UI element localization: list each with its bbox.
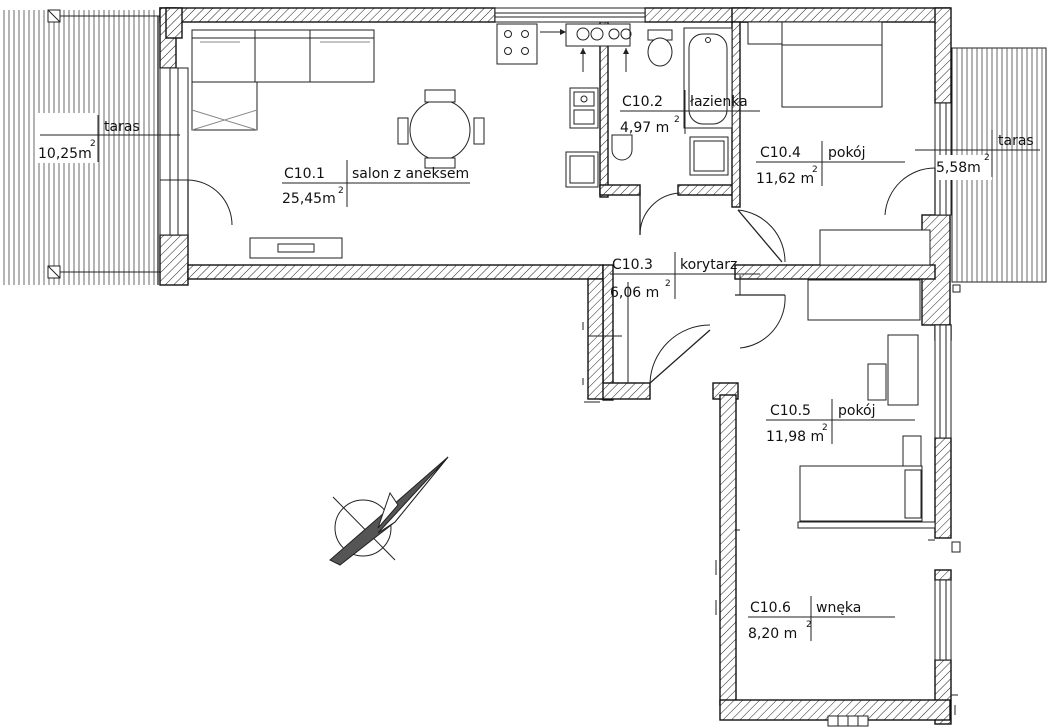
tv-unit — [249, 237, 343, 259]
room-id-c10-5: C10.5 — [770, 403, 811, 419]
terrace-label-right: taras 5,58m 2 — [915, 130, 1040, 180]
room-name-c10-4: pokój — [828, 145, 866, 161]
terrace-area-right: 5,58m — [936, 160, 981, 176]
sink-icon — [569, 87, 599, 129]
room-area-c10-4: 11,62 m — [756, 171, 814, 187]
room-area-c10-3: 6,06 m — [610, 285, 659, 301]
north-arrow-icon — [329, 456, 449, 566]
room-label-c10-6: C10.6 wnęka 8,20 m 2 — [748, 596, 895, 642]
stove-icon — [496, 23, 538, 65]
bed-room-10-4 — [747, 21, 931, 266]
room-area-exp-c10-2: 2 — [674, 115, 680, 125]
room-area-c10-5: 11,98 m — [766, 429, 824, 445]
windows — [159, 7, 961, 661]
room-id-c10-1: C10.1 — [284, 166, 325, 182]
room-area-exp-c10-1: 2 — [338, 186, 344, 196]
room-label-c10-5: C10.5 pokój 11,98 m 2 — [766, 399, 915, 445]
furniture-room-10-5 — [797, 279, 936, 541]
room-area-exp-c10-5: 2 — [822, 423, 828, 433]
room-name-c10-2: łazienka — [690, 94, 748, 110]
room-area-exp-c10-3: 2 — [665, 279, 671, 289]
corridor-details — [582, 282, 629, 403]
toilet-icon — [647, 29, 673, 67]
room-id-c10-2: C10.2 — [622, 94, 663, 110]
kitchen — [496, 23, 632, 188]
terrace-name-left: taras — [104, 119, 140, 135]
room-label-c10-4: C10.4 pokój 11,62 m 2 — [756, 141, 905, 187]
terrace-area-exp-left: 2 — [90, 139, 96, 149]
room-name-c10-5: pokój — [838, 403, 876, 419]
room-area-c10-1: 25,45m — [282, 191, 336, 207]
room-id-c10-6: C10.6 — [750, 600, 791, 616]
room-area-c10-6: 8,20 m — [748, 626, 797, 642]
terrace-area-left: 10,25m — [38, 146, 92, 162]
room-label-c10-2: C10.2 łazienka 4,97 m 2 — [620, 90, 760, 136]
room-area-c10-2: 4,97 m — [620, 120, 669, 136]
dining-table — [397, 89, 485, 169]
room-name-c10-3: korytarz — [680, 257, 737, 273]
sofa — [191, 29, 375, 131]
room-area-exp-c10-6: 2 — [806, 620, 812, 630]
room-name-c10-6: wnęka — [816, 600, 861, 616]
room-id-c10-4: C10.4 — [760, 145, 801, 161]
room-id-c10-3: C10.3 — [612, 257, 653, 273]
bathtub-icon — [683, 27, 733, 129]
room-area-exp-c10-4: 2 — [812, 165, 818, 175]
terrace-area-exp-right: 2 — [984, 153, 990, 163]
terrace-name-right: taras — [998, 133, 1034, 149]
room-name-c10-1: salon z aneksem — [352, 166, 469, 182]
walls — [159, 7, 952, 725]
room-label-c10-1: C10.1 salon z aneksem 25,45m 2 — [282, 160, 470, 207]
room-label-c10-3: C10.3 korytarz 6,06 m 2 — [610, 252, 760, 301]
bottom-details — [715, 529, 958, 727]
doors — [187, 167, 936, 384]
terrace-label-left: taras 10,25m 2 — [36, 113, 180, 163]
